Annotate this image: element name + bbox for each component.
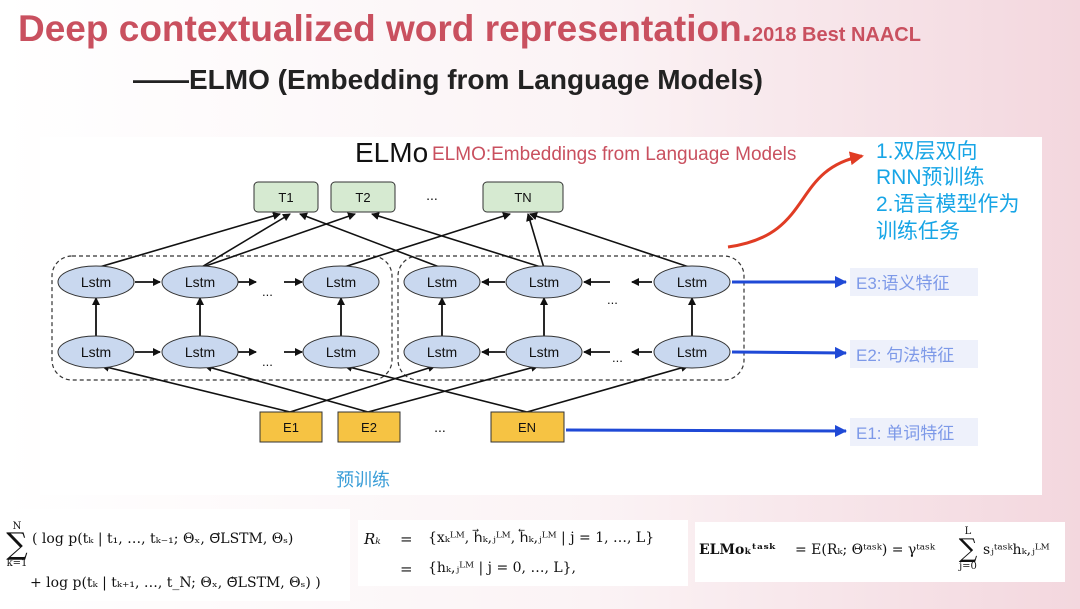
lstm-node [302,265,380,299]
input-token-en-label: EN [518,420,536,435]
input-token-e2-label: E2 [361,420,377,435]
output-token-t2: T2 [330,181,396,213]
backward-ellipsis-2: ... [607,292,618,307]
lstm-node-label: Lstm [81,344,111,360]
rk-lhs: Rₖ [364,530,381,548]
lstm-node-label: Lstm [677,274,707,290]
elmo-task-term: sⱼᵗᵃˢᵏhₖ,ⱼᴸᴹ [983,542,1050,558]
note-line-3: 2.语言模型作为 [876,193,1020,216]
output-token-t2-label: T2 [355,190,370,205]
diagram-heading-overlay: ELMO:Embeddings from Language Models [432,144,796,165]
lstm-node [403,335,481,369]
elmo-sum-sigma-icon: ∑ [958,534,978,564]
pretrain-label: 预训练 [336,470,390,490]
feature-label-syntactic: E2: 句法特征 [856,346,954,365]
output-token-t1-label: T1 [278,190,293,205]
sum-top: N [12,521,22,532]
rk-eq-1: = [400,530,413,548]
elmo-sum-top: L [964,526,972,537]
lstm-layer-1: Lstm Lstm Lstm Lstm Lstm Lstm [57,335,731,369]
sum-symbol: N ∑ k=1 [6,521,28,569]
objective-line-1: ( log p(tₖ | t₁, …, tₖ₋₁; Θₓ, Θ⃗LSTM, Θₛ… [32,531,294,547]
input-token-en: EN [490,411,565,443]
objective-line-2: + log p(tₖ | tₖ₊₁, …, t_N; Θₓ, Θ⃖LSTM, Θ… [30,575,321,591]
red-callout-arrow [727,151,864,249]
output-token-t1: T1 [253,181,319,213]
sum-bottom: k=1 [6,558,28,569]
input-ellipsis: ... [434,419,446,435]
elmo-sum-symbol: L ∑ j=0 [957,526,979,572]
formula-representation-set: Rₖ = {xₖᴸᴹ, h⃗ₖ,ⱼᴸᴹ, h⃖ₖ,ⱼᴸᴹ | j = 1, …,… [358,520,688,586]
title-main: Deep contextualized word representation. [18,8,752,49]
lstm-node [57,265,135,299]
title-suffix: 2018 Best NAACL [751,24,921,46]
note-line-4: 训练任务 [876,220,960,243]
feature-arrow-e2 [731,346,847,359]
lstm-node [505,335,583,369]
lstm-node [302,335,380,369]
lstm-node-label: Lstm [185,344,215,360]
lstm-node-label: Lstm [326,274,356,290]
lstm-node-label: Lstm [529,344,559,360]
rk-line-1: {xₖᴸᴹ, h⃗ₖ,ⱼᴸᴹ, h⃖ₖ,ⱼᴸᴹ | j = 1, …, L} [428,530,655,546]
slide-title: Deep contextualized word representation.… [18,8,921,50]
note-line-2: RNN预训练 [876,166,985,189]
lstm-node [403,265,481,299]
output-token-tn: TN [482,181,564,213]
lstm-node-label: Lstm [529,274,559,290]
elmo-sum-bottom: j=0 [959,561,977,572]
lstm-node [505,265,583,299]
output-ellipsis: ... [426,187,438,203]
lstm-node [161,265,239,299]
note-line-1: 1.双层双向 [876,140,978,163]
lstm-node-label: Lstm [185,274,215,290]
forward-ellipsis-2: ... [262,284,273,299]
backward-lstm-group [397,255,745,381]
lstm-node-label: Lstm [81,274,111,290]
lstm-layer-2: Lstm Lstm Lstm Lstm Lstm Lstm [57,265,731,299]
sum-sigma-icon: ∑ [6,527,28,562]
diagram-heading: ELMo [355,137,428,168]
lstm-node [161,335,239,369]
rk-line-2: {hₖ,ⱼᴸᴹ | j = 0, …, L}, [428,560,577,576]
lstm-node-label: Lstm [326,344,356,360]
forward-ellipsis-1: ... [262,354,273,369]
backward-ellipsis-1: ... [612,350,623,365]
lstm-node-label: Lstm [427,274,457,290]
forward-lstm-group [51,255,393,381]
input-token-e1-label: E1 [283,420,299,435]
lstm-node-label: Lstm [427,344,457,360]
feature-label-word: E1: 单词特征 [856,424,954,443]
lstm-node [653,335,731,369]
rk-eq-2: = [400,560,413,578]
input-token-e1: E1 [259,411,323,443]
slide-subtitle: ——ELMO (Embedding from Language Models) [133,64,763,95]
feature-arrow-e1 [565,424,847,437]
input-token-e2: E2 [337,411,401,443]
formula-objective: N ∑ k=1 ( log p(tₖ | t₁, …, tₖ₋₁; Θₓ, Θ⃗… [0,509,350,601]
elmo-task-lhs: ELMoₖᵗᵃˢᵏ [699,542,777,558]
formula-elmo-task: ELMoₖᵗᵃˢᵏ = E(Rₖ; Θᵗᵃˢᵏ) = γᵗᵃˢᵏ L ∑ j=0… [695,522,1065,582]
feature-label-semantic: E3:语义特征 [856,274,950,293]
output-token-tn-label: TN [514,190,531,205]
lstm-node [57,335,135,369]
lstm-node [653,265,731,299]
lstm-node-label: Lstm [677,344,707,360]
elmo-task-rhs: = E(Rₖ; Θᵗᵃˢᵏ) = γᵗᵃˢᵏ [795,542,935,558]
